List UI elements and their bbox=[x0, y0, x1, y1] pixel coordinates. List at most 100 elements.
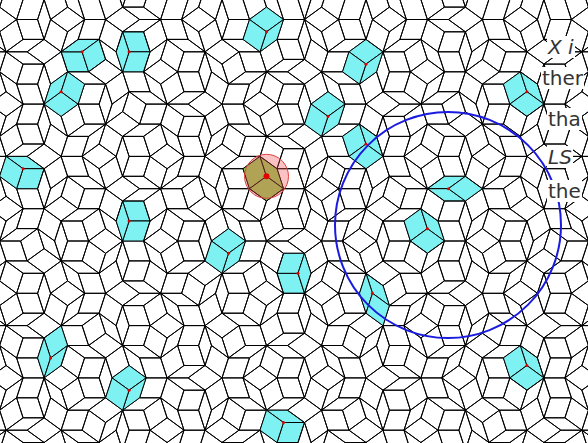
rhomb-tile bbox=[6, 430, 44, 442]
rhomb-tile bbox=[0, 124, 23, 156]
rhomb-tile bbox=[116, 136, 129, 176]
rhomb-tile bbox=[161, 156, 184, 188]
rhomb-tile bbox=[0, 378, 23, 410]
rhomb-tile bbox=[339, 378, 367, 398]
rhomb-tile bbox=[520, 104, 544, 136]
rhomb-tile bbox=[305, 209, 329, 241]
rhomb-tile bbox=[400, 20, 428, 40]
rhomb-tile bbox=[565, 398, 588, 430]
rhomb-tile bbox=[123, 410, 151, 430]
rhomb-tile bbox=[6, 326, 44, 338]
rhomb-tile bbox=[339, 358, 367, 378]
label-box: LS bbox=[547, 146, 573, 168]
highlighted-tile bbox=[448, 176, 482, 201]
rhomb-tile bbox=[377, 221, 390, 261]
rhomb-tile bbox=[61, 241, 89, 261]
rhomb-tile bbox=[99, 124, 123, 156]
rhomb-tile bbox=[38, 169, 51, 209]
rhomb-tile bbox=[298, 149, 311, 189]
rhomb-tile bbox=[277, 209, 305, 229]
rhomb-tile bbox=[459, 378, 483, 410]
rhomb-tile bbox=[465, 313, 489, 345]
rhomb-tile bbox=[544, 338, 572, 358]
rhomb-tile bbox=[178, 241, 205, 261]
rhomb-tile bbox=[438, 241, 466, 261]
rhomb-tile bbox=[150, 313, 184, 338]
rhomb-tile bbox=[448, 7, 482, 32]
rhomb-tile bbox=[339, 84, 367, 104]
rhomb-tile bbox=[38, 209, 62, 241]
rhomb-tile bbox=[482, 124, 506, 156]
rhomb-tile bbox=[527, 229, 551, 261]
rhomb-tile bbox=[0, 20, 6, 52]
highlighted-tile bbox=[61, 72, 85, 104]
rhomb-tile bbox=[6, 261, 44, 273]
rhomb-tile bbox=[482, 313, 506, 345]
rhomb-tile bbox=[38, 378, 51, 418]
rhomb-tile bbox=[421, 398, 445, 430]
rhomb-tile bbox=[565, 378, 588, 410]
rhomb-tile bbox=[465, 261, 489, 293]
rhomb-tile bbox=[288, 59, 322, 84]
rhomb-tile bbox=[421, 92, 459, 104]
rhomb-tile bbox=[499, 156, 527, 176]
red-dot bbox=[525, 364, 528, 367]
rhomb-tile bbox=[144, 261, 168, 293]
rhomb-tile bbox=[222, 358, 250, 378]
rhomb-tile bbox=[55, 221, 68, 261]
rhomb-tile bbox=[442, 92, 466, 124]
rhomb-tile bbox=[205, 418, 239, 443]
rhomb-tile bbox=[123, 156, 151, 176]
rhomb-tile bbox=[116, 0, 129, 7]
rhomb-tile bbox=[438, 201, 466, 221]
rhomb-tile bbox=[421, 293, 445, 325]
rhomb-tile bbox=[476, 358, 489, 398]
rhomb-tile bbox=[561, 241, 588, 261]
rhomb-tile bbox=[150, 144, 184, 169]
rhomb-tile bbox=[438, 306, 466, 326]
rhomb-tile bbox=[167, 39, 205, 51]
red-dot bbox=[265, 30, 268, 33]
rhomb-tile bbox=[544, 313, 582, 325]
rhomb-tile bbox=[0, 293, 23, 325]
rhomb-tile bbox=[482, 410, 506, 442]
rhomb-tile bbox=[267, 398, 305, 410]
rhomb-tile bbox=[442, 346, 466, 378]
rhomb-tile bbox=[421, 378, 449, 398]
rhomb-tile bbox=[305, 7, 339, 32]
rhomb-tile bbox=[489, 209, 527, 221]
red-dot bbox=[128, 50, 131, 53]
highlighted-tile bbox=[0, 156, 23, 188]
rhomb-tile bbox=[267, 136, 305, 148]
rhomb-tile bbox=[465, 293, 489, 325]
red-circle bbox=[245, 154, 289, 198]
rhomb-tile bbox=[544, 378, 572, 398]
rhomb-tile bbox=[383, 156, 410, 176]
rhomb-tile bbox=[582, 176, 588, 208]
highlighted-tile bbox=[116, 201, 129, 241]
rhomb-tile bbox=[216, 273, 229, 313]
rhomb-tile bbox=[199, 156, 222, 188]
rhomb-tile bbox=[161, 293, 199, 305]
rhomb-tile bbox=[277, 104, 305, 124]
rhomb-tile bbox=[229, 346, 267, 358]
rhomb-tile bbox=[0, 229, 38, 241]
rhomb-tile bbox=[544, 261, 582, 273]
rhomb-tile bbox=[520, 398, 544, 430]
rhomb-tile bbox=[322, 346, 346, 378]
rhomb-tile bbox=[465, 430, 489, 443]
rhomb-tile bbox=[267, 229, 305, 241]
rhomb-tile bbox=[427, 293, 465, 305]
rhomb-tile bbox=[383, 378, 421, 390]
rhomb-tile bbox=[465, 410, 489, 442]
rhomb-tile bbox=[222, 189, 250, 209]
label-box: ther bbox=[541, 67, 584, 89]
rhomb-tile bbox=[182, 7, 216, 32]
rhomb-tile bbox=[205, 52, 229, 84]
rhomb-tile bbox=[199, 0, 222, 19]
rhomb-tile bbox=[51, 7, 85, 32]
rhomb-tile bbox=[144, 430, 168, 443]
rhomb-tile bbox=[328, 430, 366, 442]
rhomb-tile bbox=[260, 241, 284, 273]
